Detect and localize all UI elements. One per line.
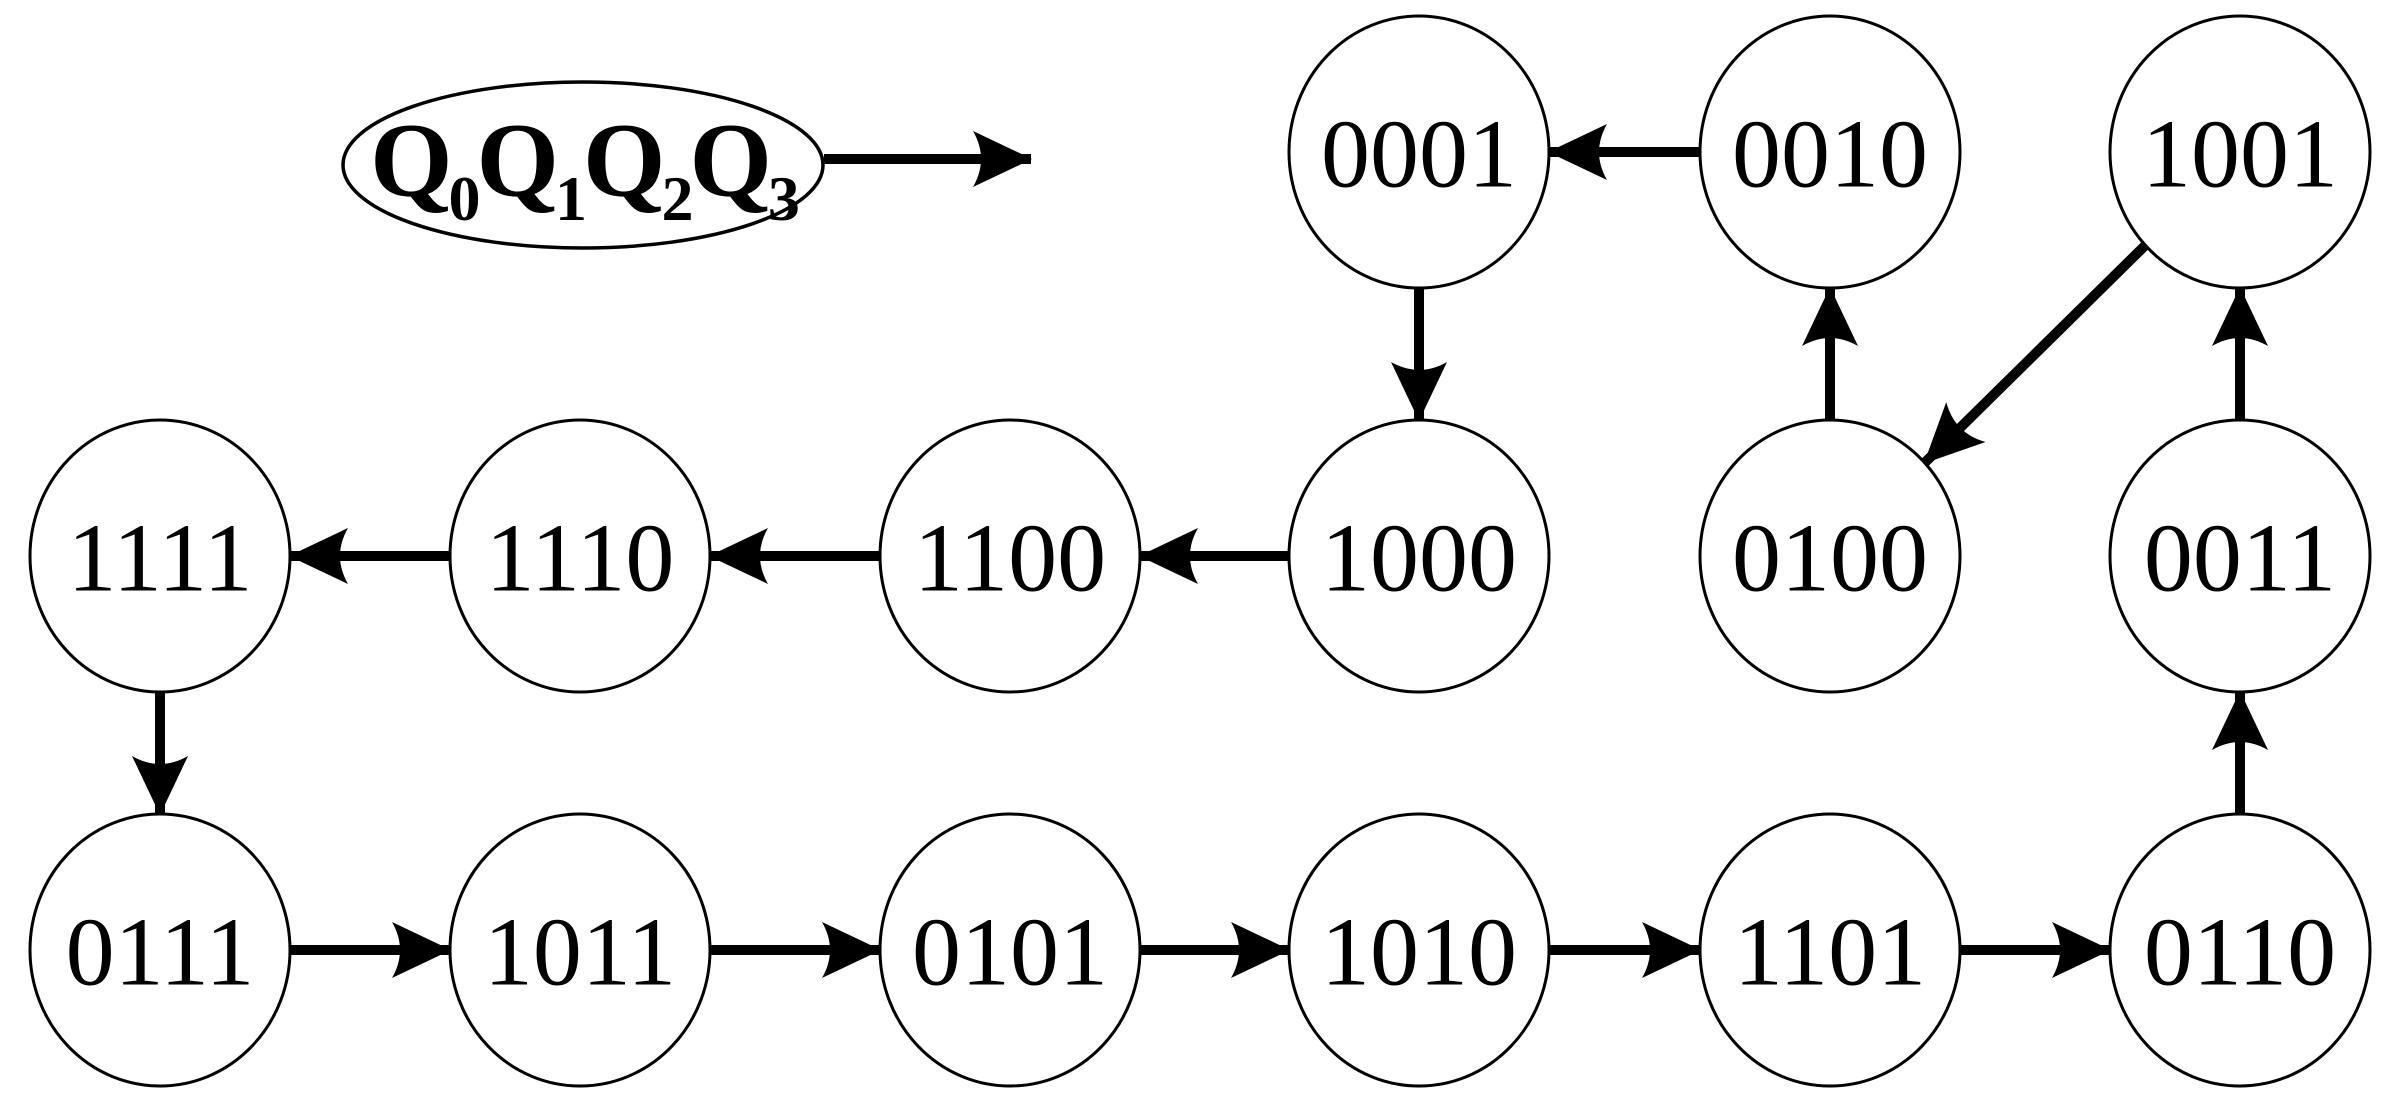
- legend-ellipse: [341, 80, 825, 250]
- state-label: 1000: [1321, 504, 1517, 612]
- state-circle: [1287, 812, 1551, 1088]
- state-node-1100: 1100: [878, 418, 1142, 694]
- legend-term-subscript: 1: [555, 163, 584, 234]
- state-node-0100: 0100: [1698, 418, 1962, 694]
- state-node-0101: 0101: [878, 812, 1142, 1088]
- state-label: 1011: [484, 898, 676, 1006]
- state-label: 1110: [486, 504, 675, 612]
- state-label: 0010: [1732, 100, 1928, 208]
- state-node-1010: 1010: [1287, 812, 1551, 1088]
- state-circle: [2108, 812, 2372, 1088]
- state-node-1101: 1101: [1698, 812, 1962, 1088]
- state-node-0011: 0011: [2108, 418, 2372, 694]
- state-circle: [2108, 418, 2372, 694]
- state-node-1111: 1111: [28, 418, 292, 694]
- legend-label: Q0​Q1​Q2​Q3​: [370, 102, 798, 234]
- state-label: 1111: [67, 504, 252, 612]
- state-label: 0101: [912, 898, 1108, 1006]
- transition-arrows-layer: [132, 124, 2268, 978]
- legend-term-subscript: 3: [768, 163, 798, 234]
- state-circle: [28, 418, 292, 694]
- state-node-1000: 1000: [1287, 418, 1551, 694]
- state-label: 1100: [914, 504, 1106, 612]
- state-circle: [1698, 418, 1962, 694]
- state-circle: [1287, 14, 1551, 290]
- state-circle: [878, 418, 1142, 694]
- state-label: 1001: [2142, 100, 2338, 208]
- transition-arrow-1001-to-0100: [1921, 241, 2149, 467]
- legend-term-base: Q: [477, 102, 555, 219]
- state-label: 1101: [1734, 898, 1926, 1006]
- state-circle: [1698, 14, 1962, 290]
- state-node-0110: 0110: [2108, 812, 2372, 1088]
- legend-term-base: Q: [689, 102, 767, 219]
- legend-group: Q0​Q1​Q2​Q3​: [341, 80, 1032, 250]
- state-circle: [28, 812, 292, 1088]
- state-circle: [448, 812, 712, 1088]
- state-label: 0100: [1732, 504, 1928, 612]
- state-node-1110: 1110: [448, 418, 712, 694]
- legend-term-base: Q: [370, 102, 448, 219]
- state-node-0010: 0010: [1698, 14, 1962, 290]
- state-circle: [448, 418, 712, 694]
- state-label: 0011: [2144, 504, 2336, 612]
- legend-term-base: Q: [583, 102, 661, 219]
- state-node-1011: 1011: [448, 812, 712, 1088]
- legend-term-subscript: 2: [661, 163, 691, 234]
- legend-term-subscript: 0: [449, 163, 479, 234]
- state-label: 0111: [66, 898, 255, 1006]
- state-circle: [1698, 812, 1962, 1088]
- state-label: 1010: [1321, 898, 1517, 1006]
- state-label: 0001: [1321, 100, 1517, 208]
- state-node-0001: 0001: [1287, 14, 1551, 290]
- state-node-0111: 0111: [28, 812, 292, 1088]
- state-node-1001: 1001: [2108, 14, 2372, 290]
- state-circle: [2108, 14, 2372, 290]
- state-label: 0110: [2144, 898, 2336, 1006]
- state-circle: [878, 812, 1142, 1088]
- state-circle: [1287, 418, 1551, 694]
